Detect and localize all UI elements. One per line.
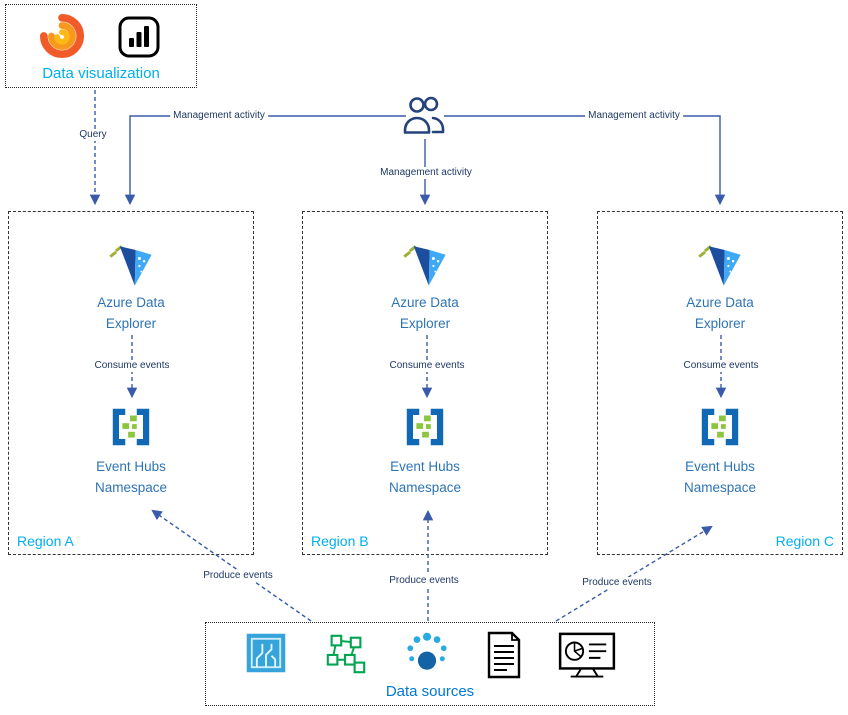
management-activity-label-right: Management activity — [585, 110, 683, 122]
consume-events-label-region-b: Consume events — [386, 360, 468, 372]
region-label: Region A — [17, 533, 74, 549]
document-icon — [484, 631, 524, 684]
power-bi-icon — [115, 13, 163, 66]
azure-data-explorer-icon — [109, 242, 154, 288]
produce-events-label-region-b: Produce events — [386, 575, 462, 587]
management-activity-label-middle: Management activity — [377, 167, 475, 179]
produce-events-label-region-a: Produce events — [200, 570, 276, 582]
management-activity-label-left: Management activity — [170, 110, 268, 122]
produce-events-label-region-c: Produce events — [579, 577, 655, 589]
event-hubs-namespace-label: Event Hubs Namespace — [94, 459, 168, 495]
azure-data-explorer-icon — [403, 242, 448, 288]
event-hubs-icon — [401, 404, 449, 450]
data-visualization-label: Data visualization — [42, 65, 160, 82]
grafana-icon — [39, 13, 85, 64]
region-c-box: Azure Data Explorer Event Hubs Namespace… — [597, 211, 843, 555]
data-sources-label: Data sources — [385, 683, 475, 700]
consume-events-label-region-a: Consume events — [91, 360, 173, 372]
query-label: Query — [76, 129, 110, 141]
iot-chip-icon — [244, 631, 288, 680]
event-hubs-namespace-label: Event Hubs Namespace — [388, 459, 462, 495]
region-label: Region B — [311, 533, 369, 549]
dots-circle-icon — [404, 631, 450, 680]
region-b-box: Azure Data Explorer Event Hubs Namespace… — [302, 211, 548, 555]
azure-data-explorer-label: Azure Data Explorer — [391, 295, 459, 331]
management-activity-connector-left — [124, 115, 406, 206]
data-visualization-group: Data visualization — [5, 4, 197, 88]
data-sources-group: Data sources — [205, 622, 655, 706]
event-hubs-icon — [696, 404, 744, 450]
azure-data-explorer-label: Azure Data Explorer — [97, 295, 165, 331]
users-icon — [401, 93, 447, 139]
consume-events-label-region-c: Consume events — [680, 360, 762, 372]
connected-nodes-icon — [322, 631, 370, 682]
azure-data-explorer-icon — [698, 242, 743, 288]
region-label: Region C — [775, 533, 834, 549]
event-hubs-namespace-label: Event Hubs Namespace — [683, 459, 757, 495]
management-activity-connector-right — [444, 115, 726, 206]
region-a-box: Azure Data Explorer Event Hubs Namespace… — [8, 211, 254, 555]
azure-data-explorer-label: Azure Data Explorer — [686, 295, 754, 331]
monitor-chart-icon — [558, 631, 616, 684]
event-hubs-icon — [107, 404, 155, 450]
